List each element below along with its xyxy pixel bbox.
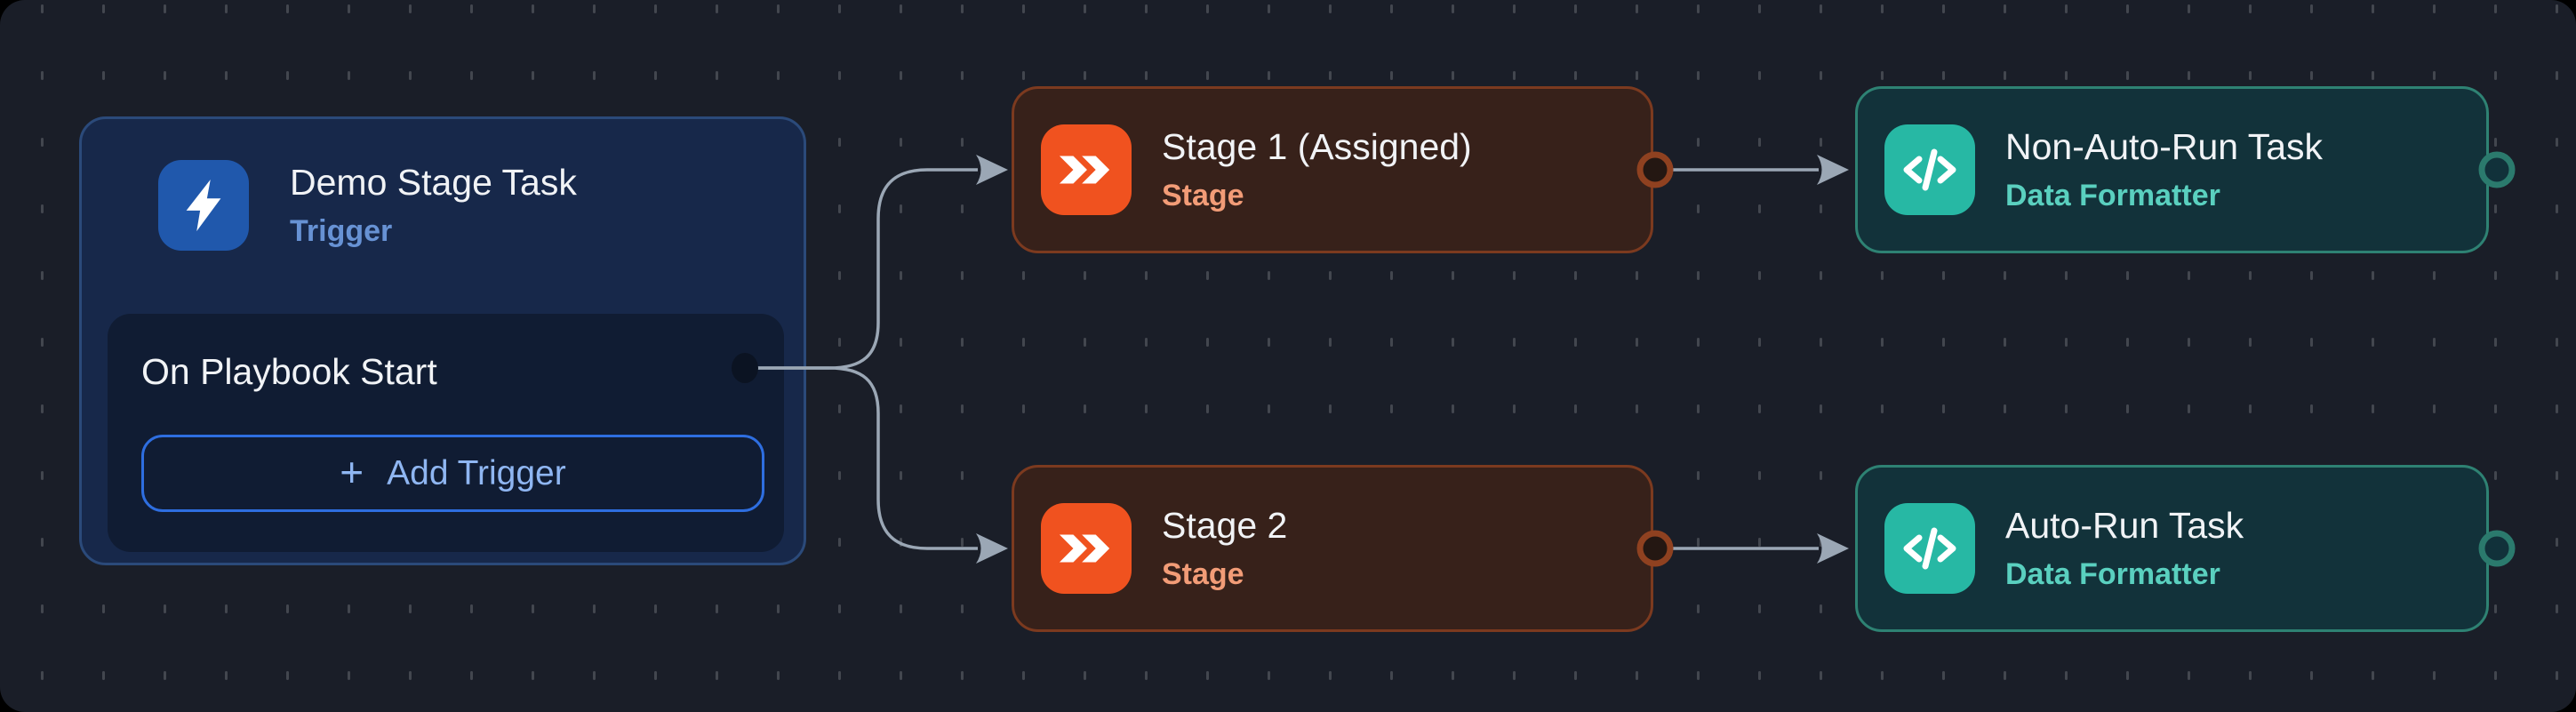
code-icon: [1884, 124, 1975, 215]
arrowhead-stage1: [976, 155, 1008, 185]
node-type-label: Data Formatter: [2005, 557, 2220, 592]
port-trigger-output[interactable]: [732, 353, 758, 383]
node-type-label: Stage: [1162, 179, 1244, 213]
arrowhead-task1: [1817, 155, 1849, 185]
node-stage-2[interactable]: Stage 2 Stage: [1012, 465, 1653, 632]
node-title: Stage 2: [1162, 505, 1288, 547]
node-type-label: Stage: [1162, 557, 1244, 592]
stage-node-labels: Stage 2 Stage: [1162, 505, 1287, 592]
node-title: Stage 1 (Assigned): [1162, 126, 1472, 168]
stage-node-labels: Stage 1 (Assigned) Stage: [1162, 126, 1472, 213]
code-icon: [1884, 503, 1975, 594]
node-title: Non-Auto-Run Task: [2005, 126, 2324, 168]
edge-trigger-to-stage2: [745, 366, 978, 550]
arrowhead-stage2: [976, 533, 1008, 564]
task-node-labels: Auto-Run Task Data Formatter: [2005, 505, 2244, 592]
trigger-list-panel: On Playbook Start + Add Trigger: [108, 314, 784, 552]
node-type-label: Trigger: [290, 214, 393, 249]
lightning-bolt-icon: [158, 160, 249, 251]
node-trigger-demo-stage-task[interactable]: Demo Stage Task Trigger On Playbook Star…: [79, 116, 806, 565]
node-non-auto-run-task[interactable]: Non-Auto-Run Task Data Formatter: [1855, 86, 2489, 253]
arrowhead-task2: [1817, 533, 1849, 564]
port-stage2-output[interactable]: [1636, 530, 1674, 567]
node-title: Auto-Run Task: [2005, 505, 2244, 547]
trigger-node-header: Demo Stage Task Trigger: [158, 160, 577, 251]
trigger-node-labels: Demo Stage Task Trigger: [290, 162, 577, 249]
port-stage1-output[interactable]: [1636, 151, 1674, 188]
trigger-row-on-playbook-start[interactable]: On Playbook Start: [141, 351, 437, 392]
edge-trigger-to-stage1: [745, 168, 978, 370]
node-stage-1[interactable]: Stage 1 (Assigned) Stage: [1012, 86, 1653, 253]
node-type-label: Data Formatter: [2005, 179, 2220, 213]
add-trigger-label: Add Trigger: [387, 453, 566, 492]
add-trigger-button[interactable]: + Add Trigger: [141, 435, 764, 512]
plus-icon: +: [340, 448, 364, 495]
node-auto-run-task[interactable]: Auto-Run Task Data Formatter: [1855, 465, 2489, 632]
task-node-labels: Non-Auto-Run Task Data Formatter: [2005, 126, 2323, 213]
node-title: Demo Stage Task: [290, 162, 577, 204]
port-task2-output[interactable]: [2478, 530, 2516, 567]
double-chevron-icon: [1041, 124, 1132, 215]
port-task1-output[interactable]: [2478, 151, 2516, 188]
double-chevron-icon: [1041, 503, 1132, 594]
